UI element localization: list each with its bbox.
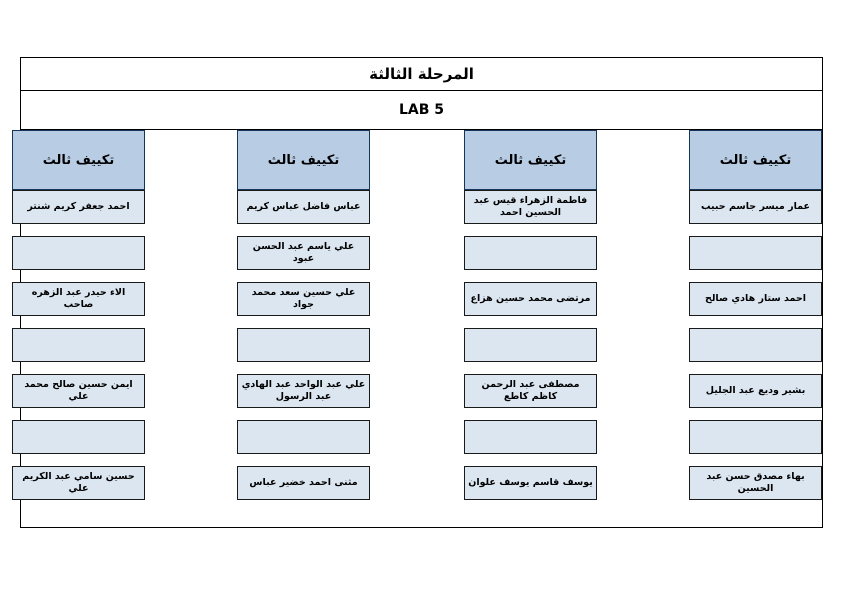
student-cell[interactable]: مصطفى عبد الرحمن كاظم كاطع [464,374,597,408]
student-cell[interactable]: عمار ميسر جاسم حبيب [689,190,822,224]
student-cell[interactable] [237,328,370,362]
student-cell[interactable] [12,328,145,362]
group-header-label: تكييف ثالث [267,152,340,168]
student-cell[interactable]: علي ياسم عبد الحسن عبود [237,236,370,270]
student-cell[interactable] [689,420,822,454]
student-cell[interactable] [12,236,145,270]
student-cell[interactable]: فاطمة الزهراء قيس عبد الحسين احمد [464,190,597,224]
group-header-1: تكييف ثالث [689,130,822,190]
student-name: علي حسين سعد محمد جواد [251,287,356,310]
group-column-2: تكييف ثالث فاطمة الزهراء قيس عبد الحسين … [464,130,597,512]
lab-subtitle-row: LAB 5 [21,91,822,130]
student-name: احمد ستار هادي صالح [704,293,807,305]
student-name: احمد جعفر كريم شنتر [27,201,130,213]
group-column-3: تكييف ثالث عباس فاضل عباس كريم علي ياسم … [237,130,370,512]
student-cell[interactable] [464,236,597,270]
student-name: فاطمة الزهراء قيس عبد الحسين احمد [473,195,588,218]
student-cell[interactable]: بهاء مصدق حسن عبد الحسين [689,466,822,500]
group-header-2: تكييف ثالث [464,130,597,190]
group-header-label: تكييف ثالث [719,152,792,168]
group-column-1: تكييف ثالث عمار ميسر جاسم حبيب احمد ستار… [689,130,822,512]
student-cell[interactable]: حسين سامي عبد الكريم علي [12,466,145,500]
student-name: يوسف قاسم يوسف علوان [468,477,593,489]
student-cell[interactable]: احمد جعفر كريم شنتر [12,190,145,224]
student-name: عباس فاضل عباس كريم [246,201,361,213]
schedule-table: المرحلة الثالثة LAB 5 تكييف ثالث عمار مي… [12,57,823,528]
columns-area: تكييف ثالث عمار ميسر جاسم حبيب احمد ستار… [12,130,822,526]
student-name: ايمن حسين صالح محمد علي [24,379,133,402]
lab-subtitle: LAB 5 [398,102,445,118]
student-name: علي عبد الواحد عبد الهادي عبد الرسول [241,379,366,402]
student-cell[interactable]: بشير وديع عبد الجليل [689,374,822,408]
page-title: المرحلة الثالثة [369,64,474,83]
student-cell[interactable]: ايمن حسين صالح محمد علي [12,374,145,408]
group-header-3: تكييف ثالث [237,130,370,190]
student-cell[interactable] [689,328,822,362]
group-header-4: تكييف ثالث [12,130,145,190]
student-name: مرتضى محمد حسين هزاع [470,293,591,305]
student-cell[interactable]: احمد ستار هادي صالح [689,282,822,316]
student-name: الاء حيدر عبد الزهره صاحب [31,287,126,310]
student-name: عمار ميسر جاسم حبيب [700,201,811,213]
student-name: علي ياسم عبد الحسن عبود [252,241,355,264]
student-name: حسين سامي عبد الكريم علي [22,471,135,494]
student-name: بهاء مصدق حسن عبد الحسين [706,471,805,494]
student-cell[interactable]: مرتضى محمد حسين هزاع [464,282,597,316]
student-cell[interactable]: علي عبد الواحد عبد الهادي عبد الرسول [237,374,370,408]
group-column-4: تكييف ثالث احمد جعفر كريم شنتر الاء حيدر… [12,130,145,512]
student-cell[interactable] [464,328,597,362]
document-title-row: المرحلة الثالثة [21,58,822,91]
student-cell[interactable]: عباس فاضل عباس كريم [237,190,370,224]
student-name: مثنى احمد خضير عباس [249,477,358,489]
group-header-label: تكييف ثالث [494,152,567,168]
student-cell[interactable]: علي حسين سعد محمد جواد [237,282,370,316]
student-name: بشير وديع عبد الجليل [705,385,806,397]
student-cell[interactable]: الاء حيدر عبد الزهره صاحب [12,282,145,316]
student-cell[interactable] [689,236,822,270]
student-cell[interactable] [237,420,370,454]
student-cell[interactable] [12,420,145,454]
student-cell[interactable] [464,420,597,454]
student-cell[interactable]: يوسف قاسم يوسف علوان [464,466,597,500]
student-cell[interactable]: مثنى احمد خضير عباس [237,466,370,500]
group-header-label: تكييف ثالث [42,152,115,168]
student-name: مصطفى عبد الرحمن كاظم كاطع [481,379,580,402]
